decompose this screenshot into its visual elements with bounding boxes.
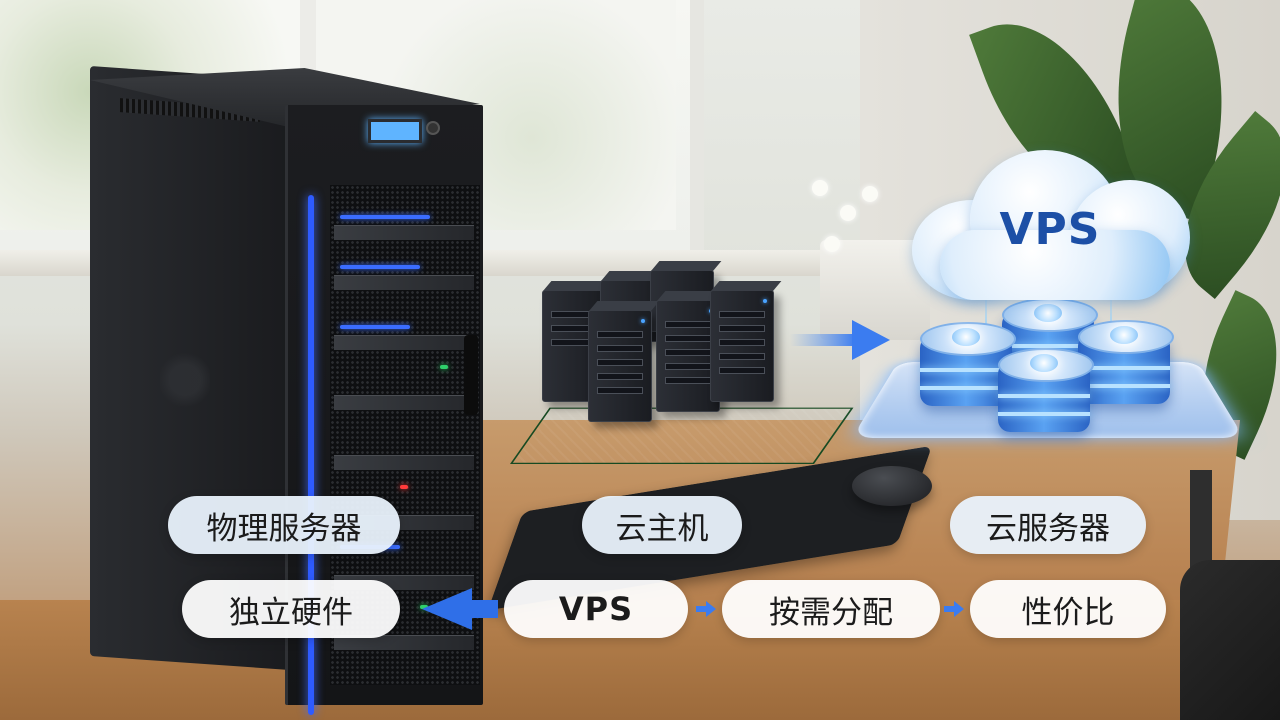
flower [840, 205, 856, 221]
circuit-board [510, 407, 854, 464]
right-arrow-icon [790, 320, 890, 360]
mouse [852, 466, 932, 506]
cloud-icon: VPS [900, 140, 1200, 310]
cloud-server-icon [1078, 320, 1174, 410]
label-physical-server: 物理服务器 [168, 496, 400, 554]
power-button-icon [428, 123, 438, 133]
cloud-title: VPS [999, 204, 1101, 255]
right-arrow-icon [944, 601, 964, 617]
status-led [340, 325, 410, 329]
flower [812, 180, 828, 196]
server-cluster [500, 260, 854, 464]
label-on-demand: 按需分配 [722, 580, 940, 638]
cloud-server-icon [998, 348, 1094, 438]
drive-bay [334, 635, 474, 650]
chair [1180, 560, 1280, 720]
flower [862, 186, 878, 202]
right-arrow-icon [696, 601, 716, 617]
status-led [340, 265, 420, 269]
label-vps: VPS [504, 580, 688, 638]
brand-logo-icon [160, 350, 210, 410]
status-led [340, 215, 430, 219]
server-unit [710, 290, 774, 402]
label-cost-effective: 性价比 [970, 580, 1166, 638]
light-beam [1110, 290, 1112, 340]
flower-pot [820, 240, 930, 340]
light-beam [985, 290, 987, 340]
drive-bay [334, 455, 474, 470]
blue-led-strip [308, 195, 314, 715]
label-dedicated-hardware: 独立硬件 [182, 580, 400, 638]
label-cloud-host: 云主机 [582, 496, 742, 554]
status-led [420, 605, 428, 609]
drive-bay [334, 335, 474, 350]
cloud-server-icon [920, 322, 1016, 412]
drive-bay [334, 225, 474, 240]
door-handle [464, 335, 478, 415]
lcd-display [368, 119, 422, 143]
drive-bay [334, 275, 474, 290]
status-led [400, 485, 408, 489]
left-arrow-icon [422, 588, 498, 630]
flower [824, 236, 840, 252]
server-unit [588, 310, 652, 422]
label-cloud-server: 云服务器 [950, 496, 1146, 554]
drive-bay [334, 395, 474, 410]
status-led [440, 365, 448, 369]
